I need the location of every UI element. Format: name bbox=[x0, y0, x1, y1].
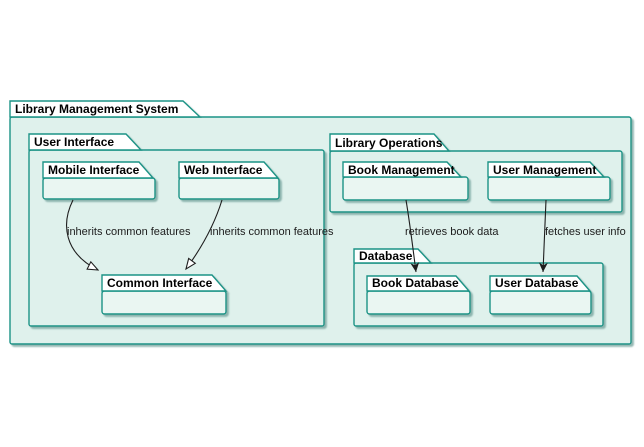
generalization-edge bbox=[185, 199, 223, 271]
edge-label: inherits common features bbox=[210, 226, 334, 238]
package-shape bbox=[366, 275, 471, 315]
package-user-management: User Management bbox=[487, 161, 611, 201]
edge-web-to-common: inherits common features bbox=[185, 199, 334, 271]
package-name: User Database bbox=[495, 276, 579, 290]
package-shape bbox=[342, 161, 469, 201]
package-name: Library Operations bbox=[335, 136, 443, 150]
edges: inherits common features inherits common… bbox=[66, 199, 626, 273]
package-web-interface: Web Interface bbox=[178, 161, 280, 200]
package-name: Mobile Interface bbox=[48, 163, 140, 177]
package-name: Web Interface bbox=[184, 163, 263, 177]
package-shape bbox=[101, 274, 228, 315]
package-shape bbox=[178, 161, 280, 200]
generalization-edge bbox=[66, 199, 100, 271]
package-name: User Interface bbox=[34, 135, 114, 149]
package-user-database: User Database bbox=[489, 275, 592, 315]
edge-label: fetches user info bbox=[545, 226, 626, 238]
package-shape bbox=[487, 161, 611, 201]
package-name: Common Interface bbox=[107, 276, 213, 290]
package-name: User Management bbox=[493, 163, 596, 177]
edge-user-management-to-user-database: fetches user info bbox=[538, 199, 626, 273]
package-shape bbox=[489, 275, 592, 315]
package-book-management: Book Management bbox=[342, 161, 469, 201]
package-name: Database bbox=[359, 249, 413, 263]
package-name: Book Management bbox=[348, 163, 455, 177]
edge-book-management-to-book-database: retrieves book data bbox=[405, 199, 499, 273]
package-name: Library Management System bbox=[15, 102, 178, 116]
package-shape bbox=[42, 161, 156, 200]
edge-mobile-to-common: inherits common features bbox=[66, 199, 191, 271]
package-common-interface: Common Interface bbox=[101, 274, 228, 315]
directed-edge bbox=[405, 199, 420, 273]
directed-edge bbox=[538, 199, 548, 273]
edge-label: inherits common features bbox=[67, 226, 191, 238]
package-mobile-interface: Mobile Interface bbox=[42, 161, 156, 200]
package-book-database: Book Database bbox=[366, 275, 471, 315]
edge-label: retrieves book data bbox=[405, 226, 499, 238]
package-name: Book Database bbox=[372, 276, 459, 290]
